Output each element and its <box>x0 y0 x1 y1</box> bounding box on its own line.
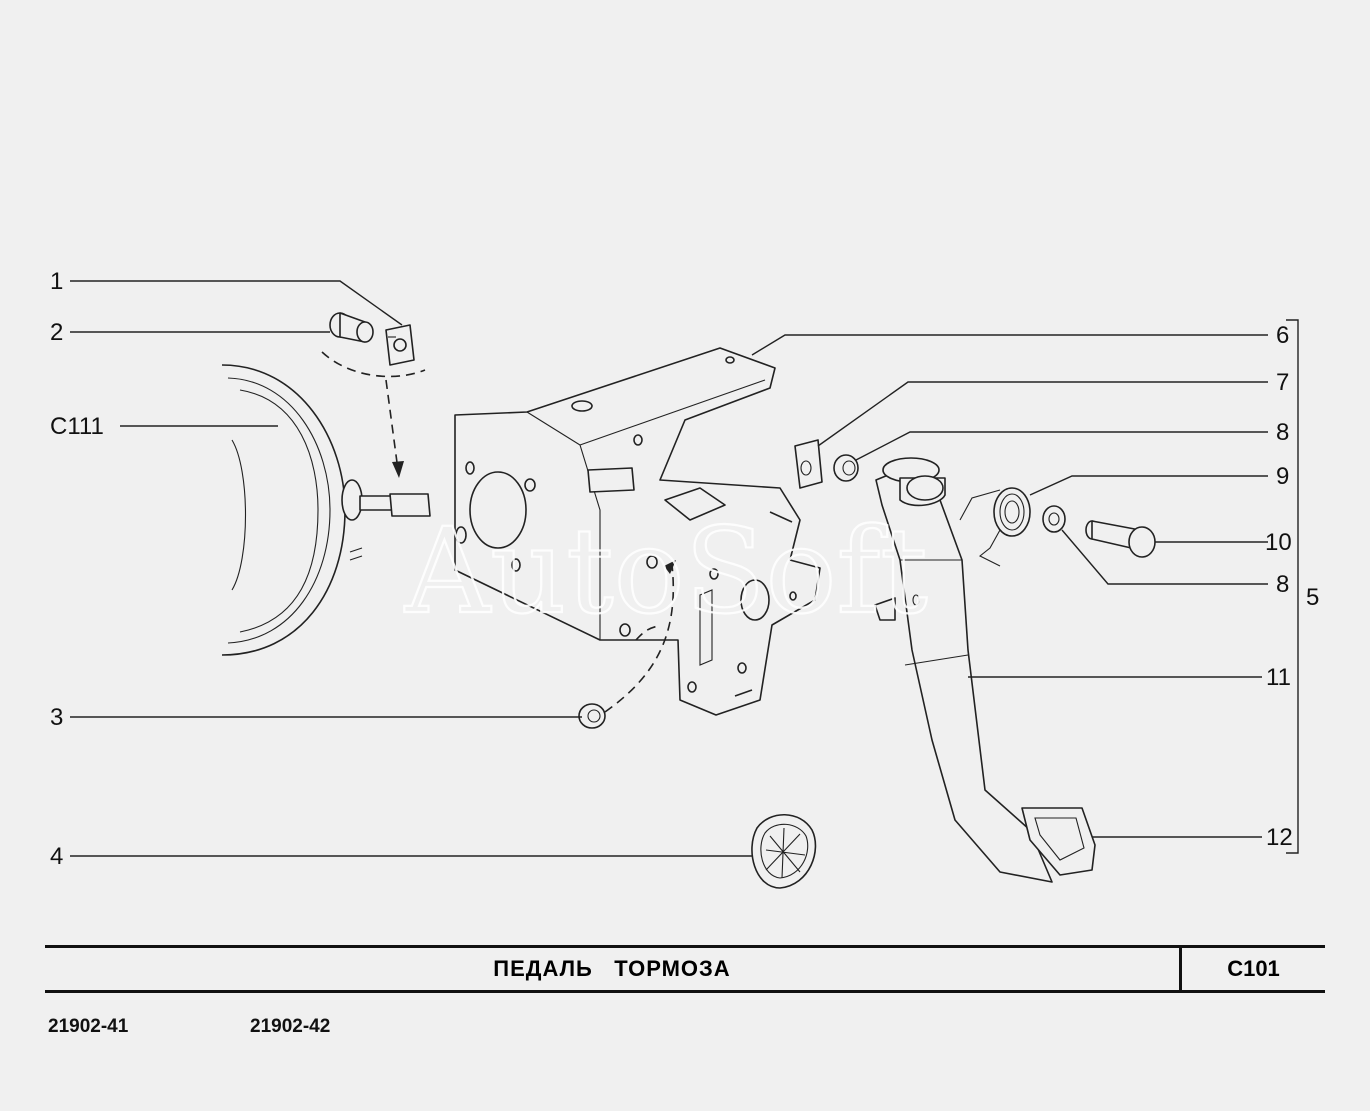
arrowhead-down <box>392 461 404 478</box>
callout-11: 11 <box>1266 664 1291 691</box>
pedal-pad-support-part-12 <box>1021 807 1096 876</box>
axle-pin-part-10 <box>1085 520 1156 558</box>
nut-assembly-path <box>604 564 674 713</box>
diagram-title: ПЕДАЛЬ ТОРМОЗА <box>45 948 1182 990</box>
callout-10: 10 <box>1265 529 1292 556</box>
title-block: ПЕДАЛЬ ТОРМОЗА С101 <box>45 945 1325 993</box>
assembly-arrow-down <box>385 379 399 471</box>
leader-lines <box>70 280 1299 857</box>
callout-9: 9 <box>1276 463 1289 490</box>
bushing-part-8-right <box>1042 505 1066 533</box>
callout-6: 6 <box>1276 322 1289 349</box>
clip-part-1 <box>385 324 415 366</box>
brake-pedal-exploded-diagram: AutoSoft 1 2 С111 3 4 6 7 8 9 10 8 5 11 … <box>50 268 1319 889</box>
callout-c111: С111 <box>50 413 104 440</box>
brake-booster <box>221 364 431 656</box>
model-number-2: 21902-42 <box>250 1016 331 1037</box>
pin-part-2 <box>329 312 374 343</box>
diagram-code: С101 <box>1227 956 1280 981</box>
callout-7: 7 <box>1276 369 1289 396</box>
callout-12: 12 <box>1266 824 1293 851</box>
bushing-part-8-left <box>833 454 859 482</box>
callout-8-bottom: 8 <box>1276 571 1289 598</box>
callout-8-top: 8 <box>1276 419 1289 446</box>
pedal-lever-part-11 <box>874 457 1053 883</box>
callout-labels: 1 2 С111 3 4 6 7 8 9 10 8 5 11 12 <box>50 268 1319 870</box>
watermark: AutoSoft <box>404 502 928 640</box>
pedal-pad-part-4 <box>751 814 817 889</box>
pedal-bracket <box>454 347 821 716</box>
callout-4: 4 <box>50 843 63 870</box>
callout-1: 1 <box>50 268 63 295</box>
nut-assembly-path-2 <box>635 625 659 641</box>
clip-part-7 <box>794 439 823 489</box>
callout-5: 5 <box>1306 584 1319 611</box>
spring-part-9 <box>959 487 1031 567</box>
nut-part-3 <box>578 703 606 729</box>
arrowhead-up-1 <box>664 560 676 574</box>
callout-3: 3 <box>50 704 63 731</box>
callout-2: 2 <box>50 319 63 346</box>
model-number-1: 21902-41 <box>48 1016 129 1037</box>
